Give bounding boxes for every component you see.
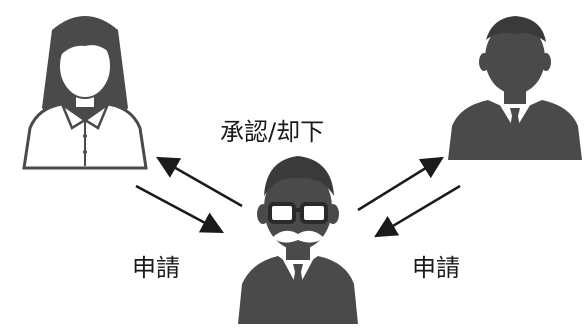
woman-user-icon — [22, 16, 148, 170]
approve-reject-label: 承認/却下 — [220, 118, 325, 146]
manager-with-glasses-mustache-icon — [238, 156, 358, 324]
arrow-request-from-left — [135, 184, 224, 234]
request-label-left: 申請 — [132, 254, 180, 282]
man-user-icon — [448, 16, 582, 160]
arrow-response-to-left — [156, 156, 243, 208]
arrow-response-to-right — [357, 156, 444, 212]
arrow-request-from-right — [374, 184, 461, 238]
request-label-right: 申請 — [412, 254, 460, 282]
